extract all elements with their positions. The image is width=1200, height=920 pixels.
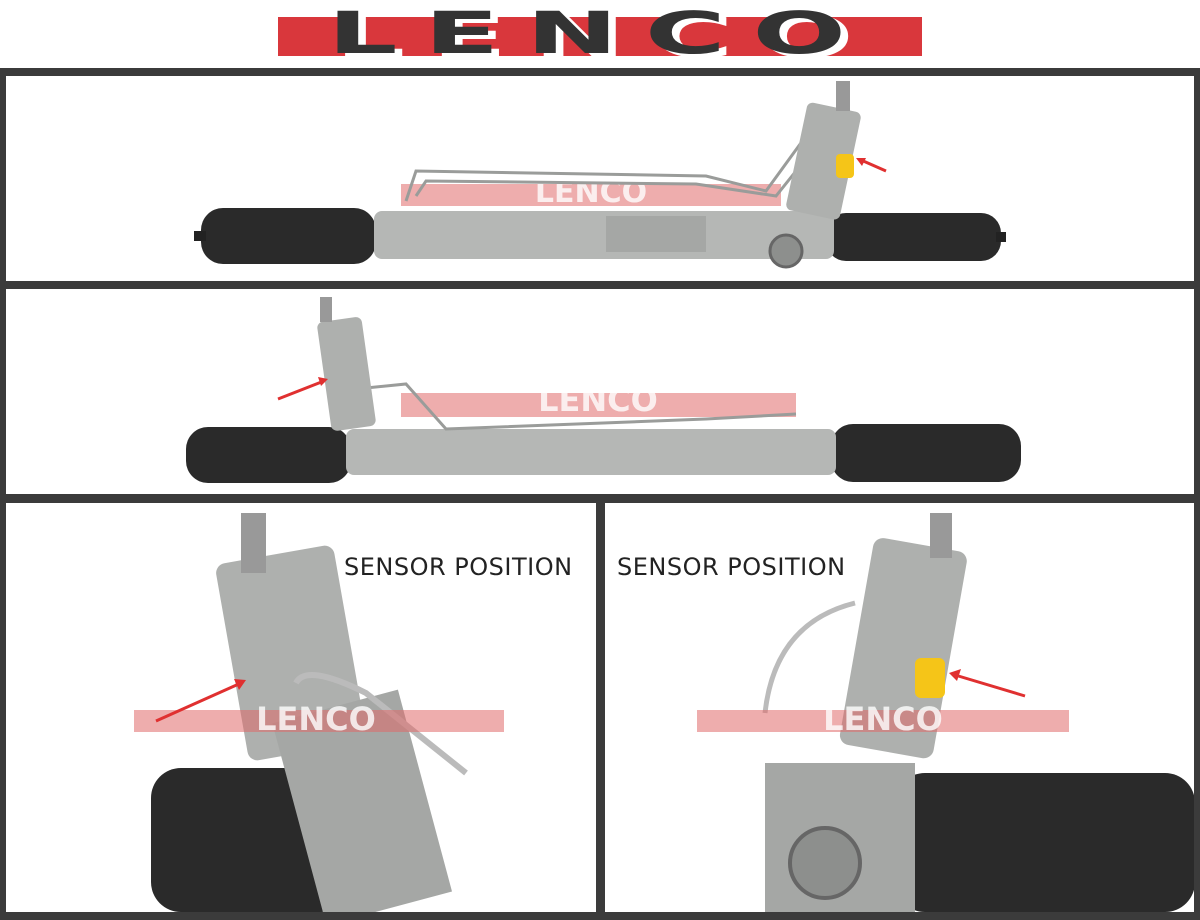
arrow-icon [277,379,325,401]
panel-sensor-right: LENCO SENSOR POSITION [605,503,1194,912]
valve-housing [786,102,861,220]
sensor [915,658,945,698]
boot-left [186,427,351,483]
caption: SENSOR POSITION [344,553,573,581]
rack-housing [374,211,834,259]
watermark-text: LENCO [538,381,658,419]
lenco-logo: LENCO [278,0,922,67]
logo-text: LENCO [327,0,873,67]
sensor [836,154,854,178]
boot-right [826,213,1006,261]
valve-housing [317,317,376,431]
boot-left [194,208,376,264]
rack-housing [346,429,836,475]
watermark-band [401,184,781,206]
panel-sensor-left: LENCO SENSOR POSITION [6,503,596,912]
watermark-text: LENCO [823,700,943,738]
boot [895,773,1194,912]
panel-rack-top: LENCO [6,76,1194,281]
watermark-band [697,710,1069,732]
steering-rack-image: LENCO [194,81,1006,269]
caption: SENSOR POSITION [617,553,846,581]
arrow-icon [954,673,1026,698]
watermark-band [134,710,504,732]
watermark-text: LENCO [256,700,376,738]
steering-rack-image: LENCO [186,297,1021,483]
valve-closeup-image: LENCO [697,513,1194,912]
valve-housing [216,545,366,761]
arrow-icon [860,158,887,173]
valve-closeup-image: LENCO [134,513,504,912]
boot-right [831,424,1021,482]
watermark-text: LENCO [535,175,647,210]
valve-housing [839,538,967,759]
arrow-icon [155,681,242,723]
watermark-band [401,393,796,417]
panel-rack-front: LENCO [6,289,1194,494]
